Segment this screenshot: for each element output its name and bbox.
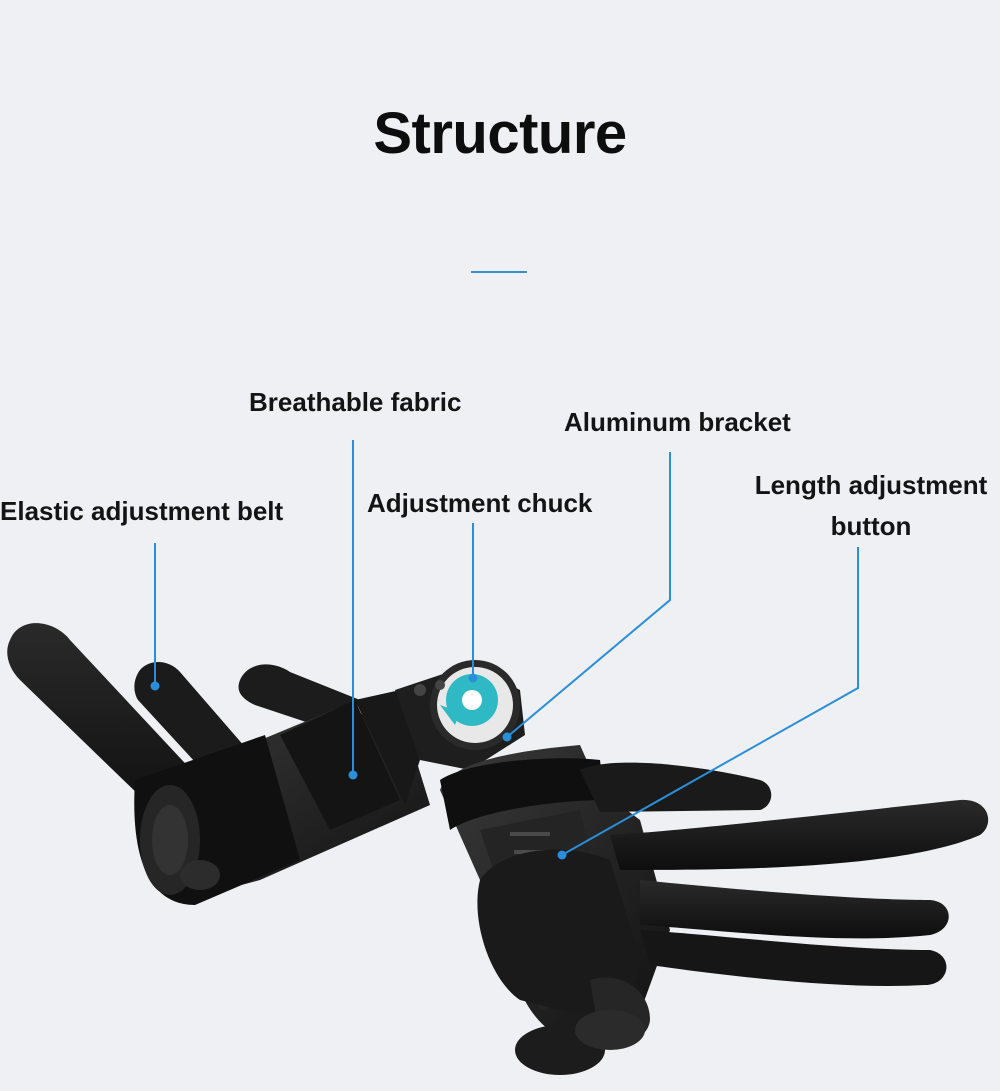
anchor-dot-elastic-belt — [150, 681, 160, 691]
label-elastic-adjustment-belt: Elastic adjustment belt — [0, 496, 284, 526]
title-divider — [471, 271, 527, 273]
label-length-line1: Length adjustment — [754, 470, 988, 500]
leader-lines — [154, 440, 859, 856]
label-length-adjustment-button: Length adjustment button — [742, 469, 1000, 542]
leader-aluminum-bracket — [506, 452, 671, 738]
anchor-dot-length-button — [557, 850, 567, 860]
label-breathable-fabric: Breathable fabric — [249, 387, 462, 417]
page-title: Structure — [373, 101, 627, 166]
label-adjustment-chuck: Adjustment chuck — [367, 488, 593, 518]
anchor-dot-breathable-fabric — [348, 770, 358, 780]
anchor-dot-adjustment-chuck — [468, 673, 478, 683]
label-aluminum-bracket: Aluminum bracket — [564, 407, 791, 437]
anchor-dot-aluminum-bracket — [502, 732, 512, 742]
label-length-line2: button — [830, 510, 912, 541]
leader-length-button — [561, 547, 859, 856]
